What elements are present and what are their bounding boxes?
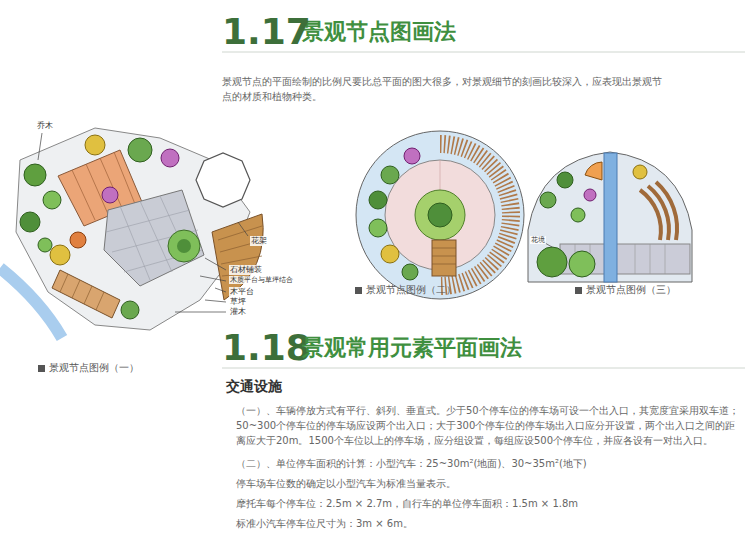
caption-square [38, 365, 45, 372]
body-text: 标准小汽车停车位尺寸为：3m × 6m。 [236, 516, 741, 531]
annotation: 花架 [250, 236, 268, 246]
annotation: 花境 [530, 236, 546, 244]
leader-line [38, 133, 248, 312]
figure-caption: 景观节点图例（一） [49, 362, 139, 374]
body-text: 停车场车位数的确定以小型汽车为标准当量表示。 [236, 476, 741, 491]
body-text: 摩托车每个停车位：2.5m × 2.7m，自行车的单位停车面积：1.5m × 1… [236, 496, 741, 511]
section-heading: 景观节点图画法 [302, 19, 456, 45]
annotation: 灌木 [229, 307, 247, 317]
annotation: 木平台 [229, 287, 255, 297]
leader-line [545, 243, 552, 247]
body-text: （一）、车辆停放方式有平行、斜列、垂直式。少于50个停车位的停车场可设一个出入口… [236, 403, 741, 448]
section-number: 1.17 [222, 10, 311, 53]
annotation: 草坪 [229, 297, 247, 307]
annotation: 木质平台与草坪结合 [229, 276, 294, 284]
sub-heading: 交通设施 [226, 378, 282, 395]
plan-two [356, 131, 524, 299]
annotation: 乔木 [36, 121, 54, 131]
intro-text: 景观节点的平面绘制的比例尺要比总平面的图大很多，对景观细节的刻画比较深入，应表现… [222, 74, 662, 104]
body-text: （二）、单位停车面积的计算：小型汽车：25~30m²(地面)、30~35m²(地… [236, 456, 741, 471]
plan-one [0, 128, 264, 338]
annotation: 石材铺装 [229, 265, 263, 275]
plan-three [528, 152, 692, 282]
section-number: 1.18 [222, 326, 311, 369]
caption-square [355, 287, 362, 294]
figure-caption: 景观节点图例（三） [586, 284, 676, 296]
section-heading: 景观常用元素平面画法 [302, 335, 522, 361]
figure-caption: 景观节点图例（二） [366, 284, 456, 296]
caption-square [575, 287, 582, 294]
